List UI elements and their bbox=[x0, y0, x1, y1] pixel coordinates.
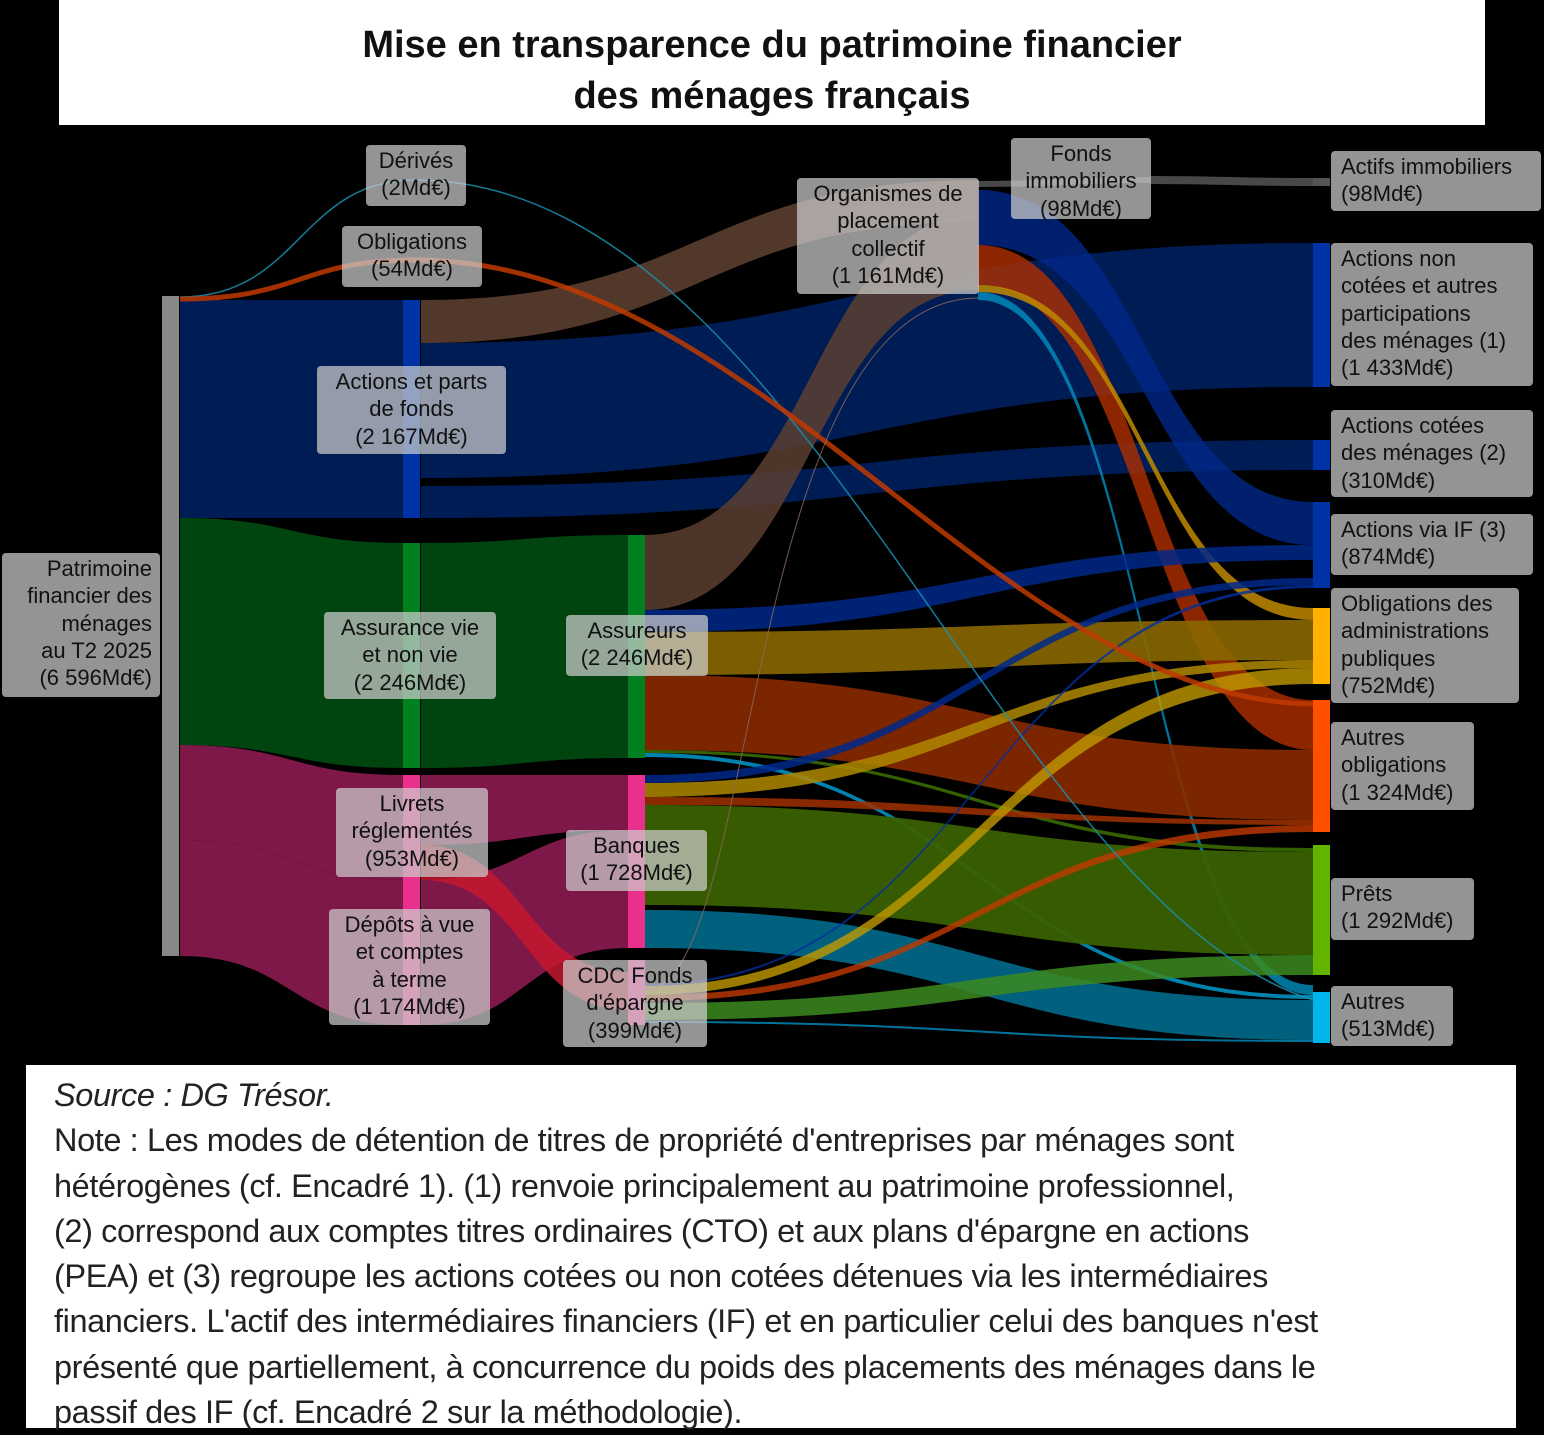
link-assureurs-prets bbox=[645, 750, 1313, 852]
node-obl-admin bbox=[1313, 608, 1330, 684]
link-assurance-assureurs bbox=[421, 535, 628, 768]
node-label-autres: Autres (513Md€) bbox=[1331, 986, 1453, 1046]
link-cdc-obl-admin bbox=[645, 668, 1313, 995]
note-line: (2) correspond aux comptes titres ordina… bbox=[54, 1212, 1249, 1249]
link-patrimoine-actions bbox=[180, 300, 403, 518]
node-label-banques: Banques (1 728Md€) bbox=[566, 830, 707, 891]
footnote: Source : DG Trésor. Note : Les modes de … bbox=[26, 1065, 1516, 1430]
link-banques-prets bbox=[645, 805, 1313, 955]
link-banques-via-if bbox=[645, 578, 1313, 783]
node-prets bbox=[1313, 845, 1330, 975]
link-cdc-autres-obl bbox=[645, 825, 1313, 1001]
link-cdc-opc bbox=[644, 297, 979, 991]
note-line: Note : Les modes de détention de titres … bbox=[54, 1122, 1234, 1159]
chart-title-line-1: Mise en transparence du patrimoine finan… bbox=[362, 24, 1182, 66]
node-label-obl-admin: Obligations des administrations publique… bbox=[1331, 588, 1519, 703]
node-label-obligations: Obligations (54Md€) bbox=[342, 226, 482, 287]
link-patrimoine-assurance bbox=[180, 518, 403, 768]
node-autres-obl bbox=[1313, 700, 1330, 832]
node-label-patrimoine: Patrimoine financier des ménages au T2 2… bbox=[2, 553, 160, 697]
link-patrimoine-derives bbox=[179, 179, 1314, 1001]
node-label-opc: Organismes de placement collectif (1 161… bbox=[797, 178, 979, 294]
link-banques-obl-admin bbox=[645, 660, 1313, 797]
title-box: Mise en transparence du patrimoine finan… bbox=[59, 0, 1485, 125]
node-label-assureurs: Assureurs (2 246Md€) bbox=[566, 615, 708, 676]
node-label-cdc: CDC Fonds d'épargne (399Md€) bbox=[563, 960, 707, 1047]
node-actions-via-if bbox=[1313, 502, 1330, 588]
node-autres bbox=[1313, 992, 1330, 1043]
node-label-prets: Prêts (1 292Md€) bbox=[1331, 878, 1474, 940]
chart-title-line-2: des ménages français bbox=[573, 75, 971, 117]
note-line: passif des IF (cf. Encadré 2 sur la méth… bbox=[54, 1394, 743, 1431]
node-label-actions-non-cotees: Actions non cotées et autres participati… bbox=[1331, 243, 1533, 386]
sankey-diagram bbox=[162, 176, 1330, 1043]
link-assureurs-autres-obl bbox=[645, 675, 1313, 820]
node-actifs-immo bbox=[1313, 178, 1330, 186]
node-label-actions-via-if: Actions via IF (3) (874Md€) bbox=[1331, 514, 1533, 575]
link-cdc-via-if bbox=[645, 585, 1313, 986]
link-actions-cotees bbox=[421, 440, 1313, 518]
node-label-autres-obl: Autres obligations (1 324Md€) bbox=[1331, 722, 1474, 810]
node-label-depots: Dépôts à vue et comptes à terme (1 174Md… bbox=[329, 909, 490, 1025]
link-opc-autres-obl bbox=[978, 245, 1313, 750]
node-actions-cotees bbox=[1313, 440, 1330, 470]
link-opc-obl-admin bbox=[978, 285, 1313, 620]
note-line: financiers. L'actif des intermédiaires f… bbox=[54, 1303, 1318, 1340]
node-label-actions-cotees: Actions cotées des ménages (2) (310Md€) bbox=[1331, 410, 1533, 497]
node-label-fonds-immo: Fonds immobiliers (98Md€) bbox=[1011, 138, 1151, 221]
link-fonds-immo-actifs bbox=[1149, 176, 1314, 186]
link-patrimoine-obligations bbox=[179, 257, 1314, 707]
note-line: hétérogènes (cf. Encadré 1). (1) renvoie… bbox=[54, 1167, 1235, 1204]
node-label-derives: Dérivés (2Md€) bbox=[366, 145, 466, 206]
node-patrimoine bbox=[162, 296, 179, 956]
node-label-actions-parts: Actions et parts de fonds (2 167Md€) bbox=[317, 366, 506, 454]
source-text: Source : DG Trésor. bbox=[54, 1077, 334, 1113]
link-opc-via-if bbox=[978, 190, 1313, 545]
link-cdc-prets bbox=[645, 955, 1313, 1020]
node-actions-non-cotees bbox=[1313, 243, 1330, 387]
link-assureurs-opc bbox=[645, 215, 978, 610]
node-label-assurance: Assurance vie et non vie (2 246Md€) bbox=[324, 612, 496, 699]
node-label-livrets: Livrets réglementés (953Md€) bbox=[336, 788, 488, 877]
node-label-actifs-immo: Actifs immobiliers (98Md€) bbox=[1331, 151, 1541, 211]
link-assureurs-via-if bbox=[645, 545, 1313, 632]
note-line: présenté que partiellement, à concurrenc… bbox=[54, 1348, 1316, 1385]
link-cdc-autres bbox=[645, 1021, 1313, 1042]
link-banques-autres-obl bbox=[645, 797, 1313, 825]
note-line: (PEA) et (3) regroupe les actions cotées… bbox=[54, 1258, 1268, 1295]
